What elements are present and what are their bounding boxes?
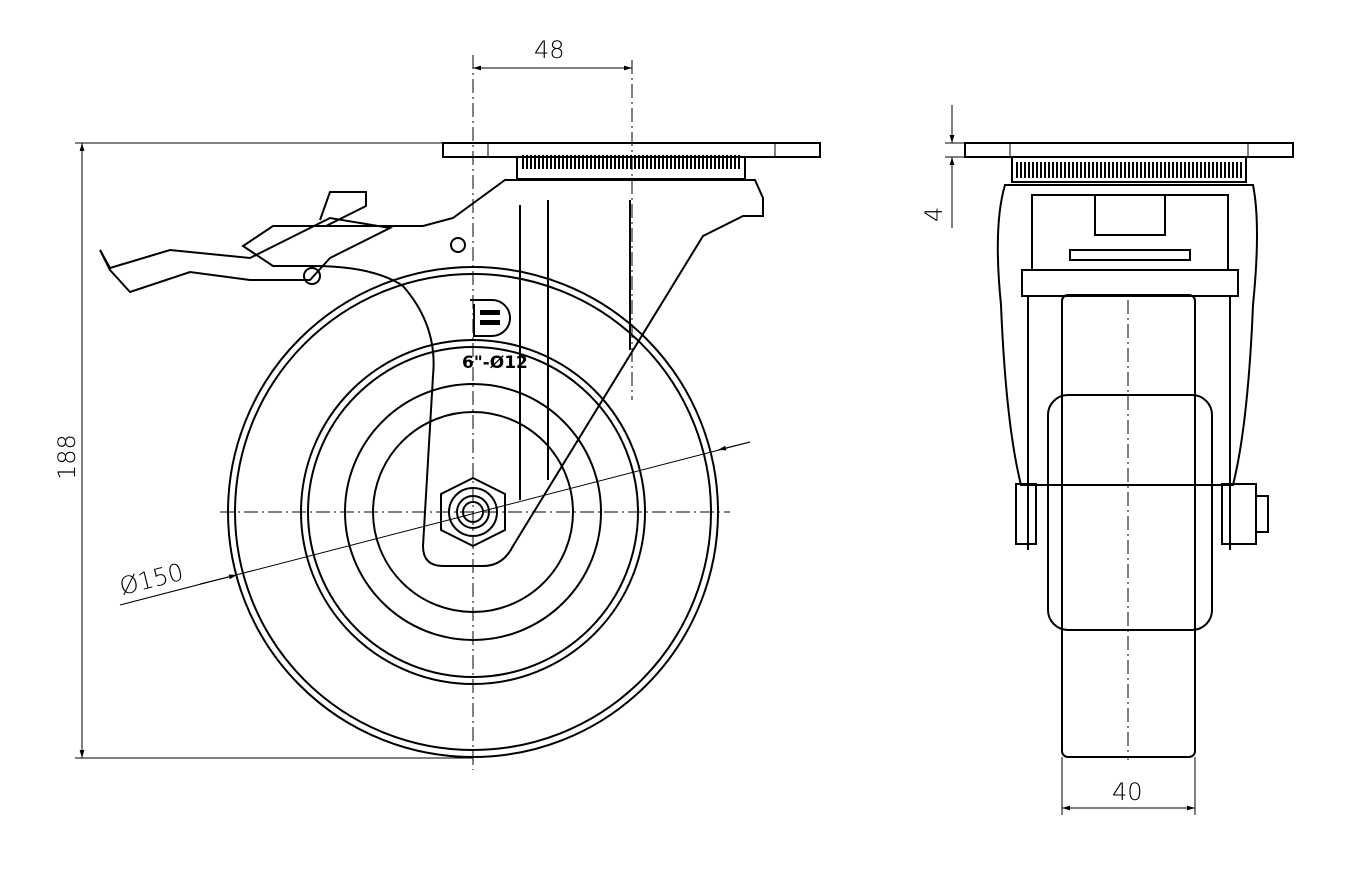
- svg-text:4: 4: [920, 207, 948, 222]
- dim-4: 4: [920, 105, 965, 228]
- dim-188: 188: [53, 142, 473, 759]
- logo: [470, 299, 511, 337]
- wheel-spec-label: 6"-Ø12: [462, 353, 528, 373]
- front-view: [964, 142, 1294, 760]
- svg-text:48: 48: [534, 36, 565, 64]
- side-view: 6"-Ø12: [99, 55, 821, 770]
- svg-text:40: 40: [1112, 778, 1143, 806]
- brake-lever: [99, 191, 394, 294]
- dim-48: 48: [473, 36, 632, 71]
- svg-text:Ø150: Ø150: [117, 558, 187, 601]
- top-plate: [241, 142, 821, 567]
- svg-text:188: 188: [53, 434, 81, 480]
- dim-150: Ø150: [117, 441, 751, 606]
- dim-40: 40: [1061, 757, 1196, 815]
